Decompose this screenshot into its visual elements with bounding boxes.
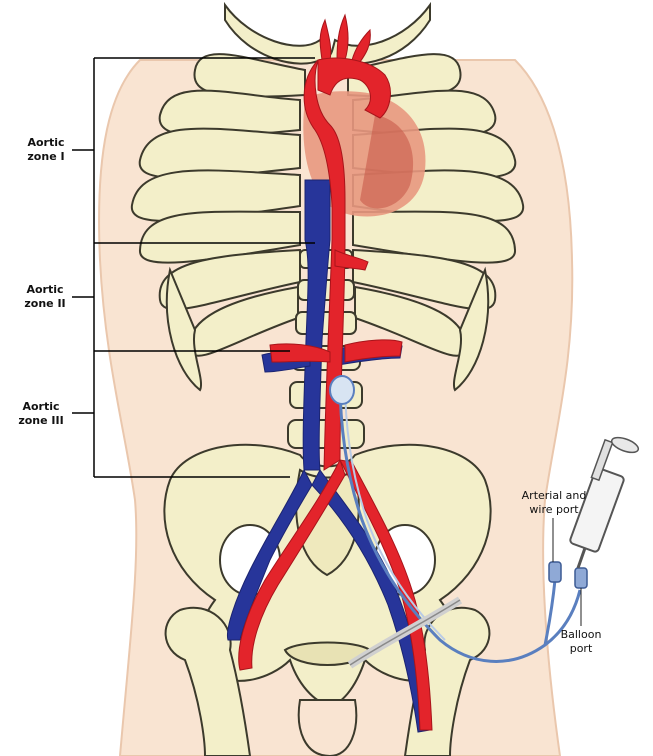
zone-3-line2: zone III bbox=[18, 414, 64, 427]
zone-2-line2: zone II bbox=[24, 297, 66, 310]
zone-2-line1: Aortic bbox=[26, 283, 64, 296]
zone-brackets bbox=[72, 57, 315, 478]
aorta bbox=[238, 13, 433, 731]
arterial-port-line1: Arterial and bbox=[521, 489, 587, 502]
arterial-port-label: Arterial and wire port bbox=[513, 489, 595, 517]
zone-1-label: Aortic zone I bbox=[20, 136, 72, 164]
zone-3-label: Aortic zone III bbox=[10, 400, 72, 428]
arterial-port-line2: wire port bbox=[529, 503, 579, 516]
zone-2-label: Aortic zone II bbox=[18, 283, 72, 311]
port-leaders bbox=[552, 518, 582, 626]
balloon-port-line1: Balloon bbox=[560, 628, 602, 641]
balloon-catheter bbox=[329, 375, 588, 669]
zone-3-line1: Aortic bbox=[22, 400, 60, 413]
balloon-port-line2: port bbox=[569, 642, 593, 655]
zone-1-line1: Aortic bbox=[27, 136, 65, 149]
balloon-port-label: Balloon port bbox=[555, 628, 607, 656]
syringe bbox=[569, 436, 640, 569]
zone-1-line2: zone I bbox=[27, 150, 65, 163]
